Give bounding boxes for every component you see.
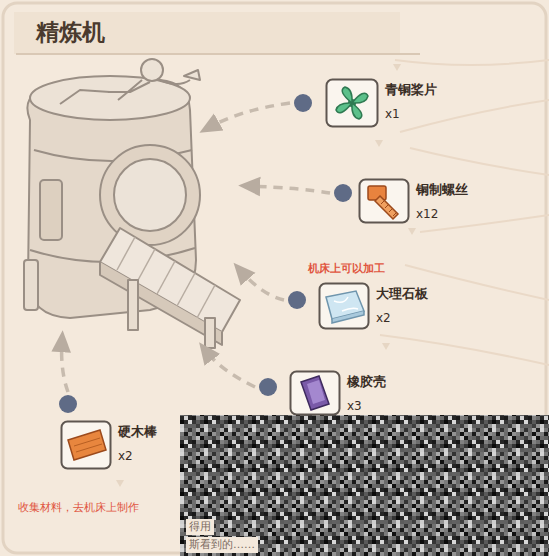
item-name: 铜制螺丝 bbox=[416, 182, 468, 198]
item-icon bbox=[60, 420, 112, 470]
material-item: 铜制螺丝 x12 bbox=[358, 178, 468, 224]
title: 精炼机 bbox=[36, 17, 105, 48]
material-item: 青铜桨片 x1 bbox=[325, 78, 437, 128]
blur-patch bbox=[180, 415, 549, 556]
material-item: 硬木棒 x2 bbox=[60, 420, 157, 470]
note: 机床上可以加工 bbox=[308, 261, 385, 277]
flow-arrows bbox=[62, 103, 330, 392]
item-icon bbox=[318, 282, 370, 330]
item-count: x1 bbox=[385, 107, 437, 122]
instruction-note: 收集材料，去机床上制作 bbox=[18, 500, 168, 516]
obscured-text: 斯看到的…… bbox=[186, 537, 258, 553]
obscured-text: 得用 bbox=[186, 519, 214, 535]
item-icon bbox=[325, 78, 379, 128]
item-count: x2 bbox=[376, 311, 428, 326]
item-icon bbox=[358, 178, 410, 224]
item-count: x2 bbox=[118, 449, 157, 464]
title-rule bbox=[16, 53, 420, 55]
item-name: 橡胶壳 bbox=[347, 374, 386, 390]
item-name: 青铜桨片 bbox=[385, 82, 437, 98]
item-name: 大理石板 bbox=[376, 286, 428, 302]
material-item: 橡胶壳 x3 bbox=[289, 370, 386, 416]
item-count: x3 bbox=[347, 399, 386, 414]
refinery-machine bbox=[24, 59, 240, 348]
step-dots bbox=[59, 94, 352, 413]
item-icon bbox=[289, 370, 341, 416]
title-band bbox=[14, 12, 400, 54]
material-item: 大理石板 x2 bbox=[318, 282, 428, 330]
item-count: x12 bbox=[416, 207, 468, 222]
item-name: 硬木棒 bbox=[118, 424, 157, 440]
